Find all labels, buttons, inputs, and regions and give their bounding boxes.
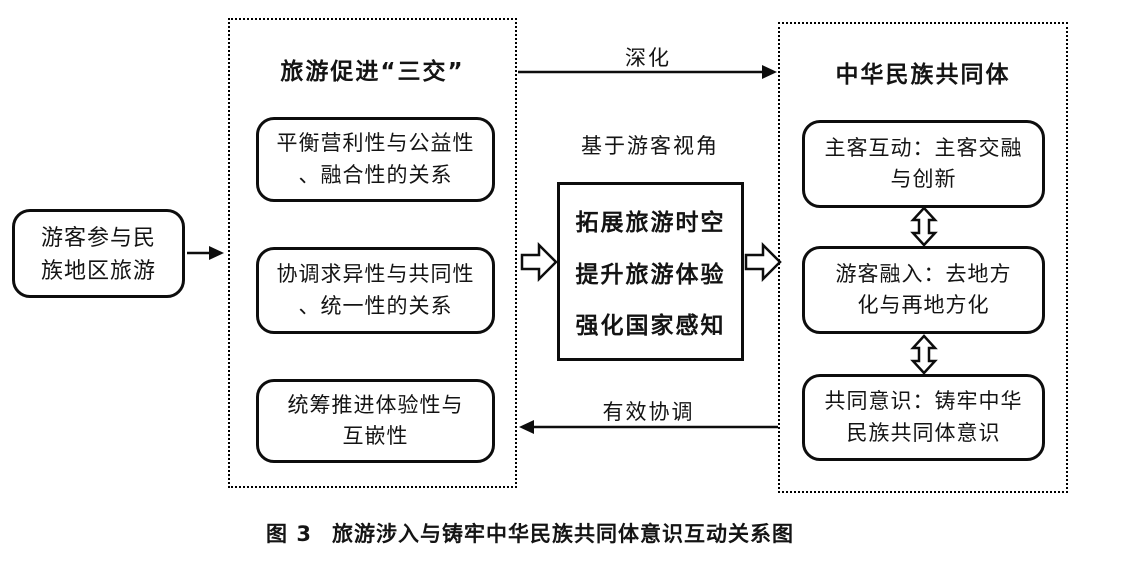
left-node-1-line2: 、融合性的关系 [298, 162, 453, 187]
left-panel-title: 旅游促进“三交” [280, 59, 465, 85]
right-node-1: 主客互动：主客交融 与创新 [802, 120, 1045, 208]
left-node-2-line2: 、统一性的关系 [298, 293, 453, 318]
right-node-3-line1: 共同意识：铸牢中华 [824, 389, 1023, 413]
figure-caption: 图 3 旅游涉入与铸牢中华民族共同体意识互动关系图 [0, 518, 1060, 548]
left-node-2: 协调求异性与共同性 、统一性的关系 [256, 247, 495, 334]
source-node: 游客参与民 族地区旅游 [12, 209, 185, 298]
center-node: 拓展旅游时空 提升旅游体验 强化国家感知 [557, 182, 744, 361]
right-node-3-line2: 民族共同体意识 [846, 420, 1001, 445]
source-node-line1: 游客参与民 [40, 224, 156, 250]
figure-caption-title: 旅游涉入与铸牢中华民族共同体意识互动关系图 [331, 522, 794, 546]
left-node-3: 统筹推进体验性与 互嵌性 [256, 379, 495, 463]
left-node-2-line1: 协调求异性与共同性 [276, 262, 475, 286]
right-node-2-line1: 游客融入：去地方 [835, 261, 1012, 286]
right-node-1-line1: 主客互动：主客交融 [824, 135, 1023, 160]
right-panel [778, 22, 1068, 493]
center-node-line3: 强化国家感知 [575, 313, 726, 340]
right-node-1-line2: 与创新 [890, 167, 957, 191]
hollow-arrow-left-icon [520, 241, 558, 283]
right-node-3: 共同意识：铸牢中华 民族共同体意识 [802, 374, 1045, 461]
left-node-3-line2: 互嵌性 [342, 424, 409, 448]
right-node-2: 游客融入：去地方 化与再地方化 [802, 246, 1045, 334]
center-node-line2: 提升旅游体验 [575, 261, 726, 288]
left-node-1: 平衡营利性与公益性 、融合性的关系 [256, 117, 495, 202]
left-node-3-line1: 统筹推进体验性与 [287, 392, 464, 417]
right-node-2-line2: 化与再地方化 [857, 293, 990, 317]
left-panel [228, 18, 517, 488]
perspective-label: 基于游客视角 [581, 134, 719, 158]
left-node-1-line1: 平衡营利性与公益性 [276, 131, 475, 155]
hollow-arrow-right-icon [744, 241, 782, 283]
figure-caption-number: 图 3 [266, 522, 312, 546]
source-arrow-icon [187, 246, 224, 260]
deepen-arrow-label: 深化 [625, 46, 671, 70]
source-node-line2: 族地区旅游 [40, 257, 156, 283]
center-node-line1: 拓展旅游时空 [575, 209, 726, 236]
right-panel-title: 中华民族共同体 [835, 62, 1011, 88]
effective-coordination-arrow-label: 有效协调 [602, 400, 695, 424]
